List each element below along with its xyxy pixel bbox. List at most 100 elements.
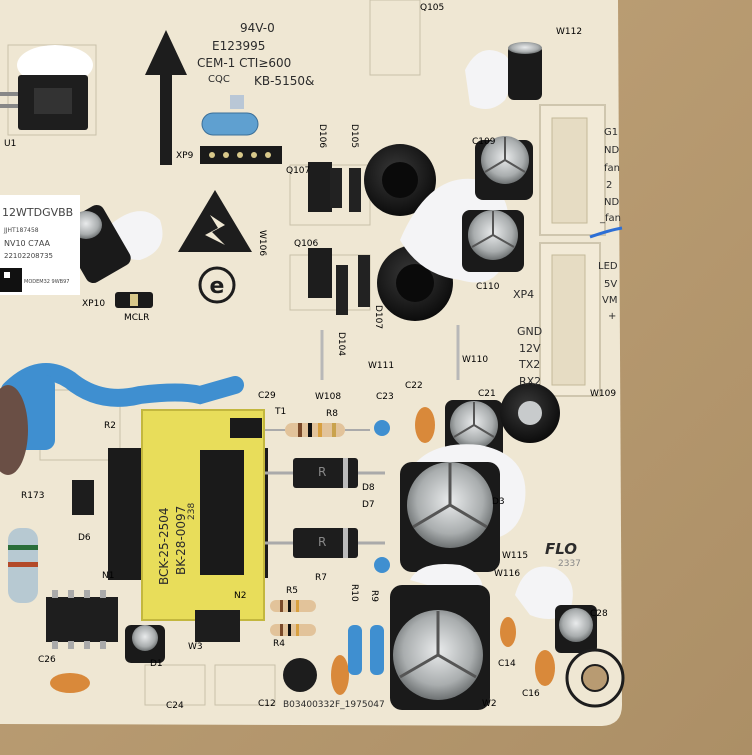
lead (0, 92, 18, 96)
sticker-model: 12WTDGVBB (2, 206, 74, 219)
transistor-q106 (308, 248, 332, 298)
sticker-version: NV10 C7AA (4, 239, 51, 248)
label-d6: D6 (78, 533, 91, 543)
lead (0, 104, 18, 108)
diode-band (343, 528, 348, 558)
capacitor-c22 (415, 407, 435, 443)
label-c24: C24 (166, 701, 184, 711)
pin-label-fan2: _fan (600, 213, 621, 224)
header-pins (209, 152, 271, 158)
jumper-pin (130, 294, 138, 306)
diode-d7-marking: R (318, 535, 327, 549)
mounting-hole-inner (581, 664, 609, 692)
label-d106: D106 (317, 124, 327, 149)
label-d105: D105 (349, 124, 359, 149)
inductor-core (382, 162, 418, 198)
label-r10: R10 (349, 584, 359, 602)
label-d104: D104 (336, 332, 346, 357)
label-n1: N1 (102, 571, 115, 581)
mosfet (195, 610, 240, 642)
diode-d104 (336, 265, 348, 315)
pin-label-plus: + (608, 311, 617, 322)
pin-label-g1: G1 (604, 127, 619, 138)
label-q107: Q107 (286, 166, 311, 176)
ic-n1 (46, 597, 118, 642)
transformer-winding (200, 450, 244, 575)
vent (399, 611, 477, 679)
label-r9: R9 (369, 590, 379, 602)
vent (484, 137, 526, 173)
label-d8: D8 (362, 483, 375, 493)
label-mclr: MCLR (124, 313, 150, 323)
cqc-mark: CQC (208, 74, 230, 85)
label-w109: W109 (590, 389, 617, 399)
label-w116: W116 (494, 569, 521, 579)
label-w108: W108 (315, 392, 342, 402)
capacitor-c16 (535, 650, 555, 686)
diode-d6 (72, 480, 94, 515)
label-r5: R5 (286, 586, 298, 596)
pin-label-gnd2: ND (604, 197, 620, 208)
transformer-label-1: BCK-25-2504 (157, 507, 171, 585)
transformer-label-3: 238 (187, 502, 197, 520)
sticker-code: MODEM32 9WB97 (24, 279, 70, 285)
label-r8: R8 (326, 409, 338, 419)
label-d107: D107 (373, 305, 383, 330)
capacitor-c16-left (331, 655, 349, 695)
connector-housing (551, 117, 588, 224)
sticker-date: 22102208735 (4, 252, 53, 260)
capacitor (508, 45, 542, 100)
label-d7: D7 (362, 500, 375, 510)
resistor-band (8, 545, 38, 550)
ic-pins (52, 590, 106, 649)
label-c109: C109 (472, 137, 496, 147)
pin-label-led: LED (598, 261, 618, 272)
vent (412, 463, 488, 529)
xp4-pin-tx2: TX2 (519, 358, 541, 371)
pcb-bottom-code: B03400332F_1975047 (283, 700, 385, 710)
label-w112: W112 (556, 27, 583, 37)
label-r4: R4 (273, 639, 285, 649)
diode-d106 (330, 168, 342, 208)
esd-hand-icon (205, 215, 225, 245)
diode-d7 (293, 528, 358, 558)
inductor-core (396, 264, 434, 302)
label-c29: C29 (258, 391, 276, 401)
pin-label-gnd: ND (604, 145, 620, 156)
pin-label-fan: fan (604, 163, 620, 174)
qr-code (0, 268, 22, 292)
label-c110: C110 (476, 282, 500, 292)
flo-logo-number: 2337 (558, 559, 581, 569)
label-t1: T1 (275, 407, 287, 417)
diode-d8-marking: R (318, 465, 327, 479)
xp4-pin-gnd: GND (517, 325, 543, 338)
qr-dot (4, 272, 10, 278)
label-q105: Q105 (420, 3, 445, 13)
resistor-bands (298, 423, 336, 437)
label-c22: C22 (405, 381, 423, 391)
label-r173: R173 (21, 491, 45, 501)
label-w106: W106 (257, 230, 267, 257)
blue-wire (589, 226, 623, 239)
y-capacitor (1, 363, 244, 407)
resistor-r9 (370, 625, 384, 675)
label-d1: D1 (150, 659, 163, 669)
label-w2: W2 (482, 699, 497, 709)
label-w110: W110 (462, 355, 489, 365)
crystal-oscillator (201, 112, 259, 136)
label-xp10: XP10 (82, 299, 106, 309)
capacitor-c14 (500, 617, 516, 647)
vent (453, 402, 495, 438)
vent (471, 211, 515, 248)
sticker-serial: JJHT187458 (4, 227, 39, 234)
pin-label-2: 2 (606, 180, 613, 191)
diode-d8 (293, 458, 358, 488)
xp4-pin-12v: 12V (519, 342, 541, 355)
ul-file-number: E123995 (212, 39, 266, 53)
label-w115: W115 (502, 551, 529, 561)
transformer-pin (230, 418, 262, 438)
capacitor-c23 (374, 420, 390, 436)
capacitor (374, 557, 390, 573)
crystal-can (230, 95, 244, 109)
label-u1: U1 (4, 139, 17, 149)
